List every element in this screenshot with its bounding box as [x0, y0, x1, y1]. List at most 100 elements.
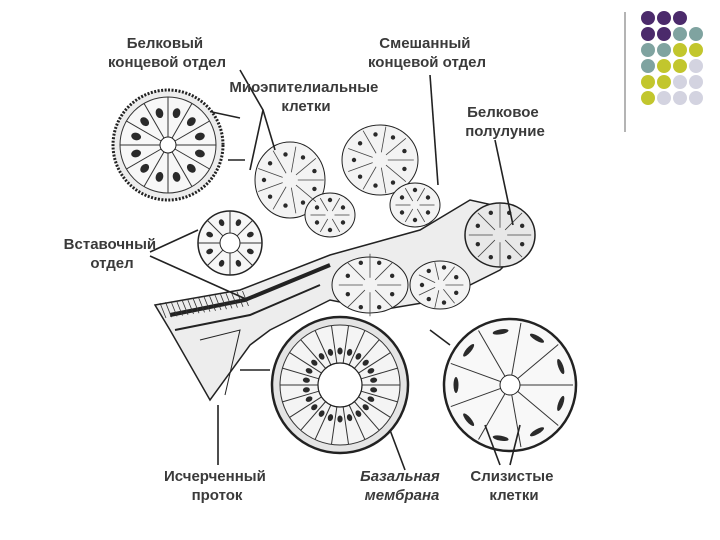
- acinus-cell-nucleus: [312, 169, 316, 173]
- label-basal-membrane-line2: мембрана: [365, 487, 440, 504]
- acinus-cell-nucleus: [283, 152, 287, 156]
- acinus-cell-nucleus: [476, 224, 480, 228]
- acinus-cell-nucleus: [507, 255, 511, 259]
- serous-end-piece-illustration: [113, 90, 223, 200]
- acinus-cell-nucleus: [373, 183, 377, 187]
- acinus-cell-nucleus: [268, 161, 272, 165]
- decorative-dot: [641, 75, 655, 89]
- acinus-cell-nucleus: [301, 155, 305, 159]
- striated-cell-nucleus: [337, 348, 342, 355]
- acinus-cell-nucleus: [358, 175, 362, 179]
- decorative-dot: [641, 27, 655, 41]
- decorative-dot: [689, 43, 703, 57]
- acinus-cell-nucleus: [315, 220, 319, 224]
- label-mucous-cells: Слизистые клетки: [470, 468, 557, 504]
- decorative-dot: [657, 27, 671, 41]
- decorative-dot: [657, 43, 671, 57]
- acinus-cell-nucleus: [489, 255, 493, 259]
- label-mucous-cells-line1: Слизистые: [470, 468, 553, 485]
- acinus-cell-nucleus: [426, 195, 430, 199]
- acinus-cell-nucleus: [341, 220, 345, 224]
- label-mucous-cells-line2: клетки: [489, 487, 538, 504]
- acinus-cell-nucleus: [442, 300, 446, 304]
- label-myoepithelial-line2: клетки: [281, 98, 330, 115]
- intercalated-duct-section: [198, 211, 262, 275]
- acinus-cell-nucleus: [373, 132, 377, 136]
- acinus-cell-nucleus: [520, 224, 524, 228]
- acinus-cell-nucleus: [346, 274, 350, 278]
- decorative-dot: [657, 75, 671, 89]
- acinus-cell-nucleus: [454, 291, 458, 295]
- acinus-cell-nucleus: [358, 141, 362, 145]
- acinus-cell-nucleus: [262, 178, 266, 182]
- label-serous-end-line1: Белковый: [127, 35, 203, 52]
- acinus-cell-nucleus: [328, 198, 332, 202]
- acinus-cell-nucleus: [391, 135, 395, 139]
- label-striated-duct-line2: проток: [192, 487, 243, 504]
- acinus-cell-nucleus: [427, 297, 431, 301]
- acinus-cell-nucleus: [377, 305, 381, 309]
- acinus-cell-nucleus: [442, 265, 446, 269]
- acinus-cell-nucleus: [390, 292, 394, 296]
- decorative-dot: [657, 91, 671, 105]
- label-basal-membrane-line1: Базальная: [360, 468, 440, 485]
- acinus-cell-nucleus: [359, 305, 363, 309]
- acinus-cell-nucleus: [454, 275, 458, 279]
- decorative-dot: [641, 11, 655, 25]
- label-serous-end-line2: концевой отдел: [108, 54, 226, 71]
- acinus-cell-nucleus: [400, 195, 404, 199]
- acinus-cell-nucleus: [420, 283, 424, 287]
- decorative-dot: [673, 11, 687, 25]
- label-serous-end: Белковый концевой отдел: [108, 35, 226, 71]
- acinus-cell-nucleus: [283, 203, 287, 207]
- decorative-dot: [689, 91, 703, 105]
- acinus-cell-nucleus: [301, 200, 305, 204]
- label-intercalated-line1: Вставочный: [64, 236, 156, 253]
- label-mixed-end-line1: Смешанный: [379, 35, 470, 52]
- label-myoepithelial-line1: Миоэпителиальные: [229, 79, 378, 96]
- acinus-cell-nucleus: [359, 261, 363, 265]
- label-serous-demilune-line1: Белковое: [467, 104, 539, 121]
- striated-duct-section: [272, 317, 408, 453]
- acinus-cell-nucleus: [413, 188, 417, 192]
- decorative-dot: [673, 75, 687, 89]
- acinus-cell-nucleus: [390, 274, 394, 278]
- decorative-dot: [673, 59, 687, 73]
- label-mixed-end: Смешанный концевой отдел: [368, 35, 486, 71]
- acinus-cell-nucleus: [413, 218, 417, 222]
- acinus-cell-nucleus: [346, 292, 350, 296]
- mucous-end-piece-illustration: [444, 319, 576, 451]
- acinus-cell-nucleus: [520, 242, 524, 246]
- decorative-dot: [657, 59, 671, 73]
- acinus-cell-nucleus: [400, 210, 404, 214]
- decorative-dot: [689, 27, 703, 41]
- label-basal-membrane: Базальная мембрана: [360, 468, 444, 504]
- label-intercalated-line2: отдел: [90, 255, 133, 272]
- acinus-cell-nucleus: [402, 149, 406, 153]
- acinus-cell-nucleus: [402, 167, 406, 171]
- acinus-cell-nucleus: [427, 269, 431, 273]
- decorative-dot: [689, 75, 703, 89]
- decorative-dot: [641, 59, 655, 73]
- acinus-cell-nucleus: [352, 158, 356, 162]
- label-myoepithelial: Миоэпителиальные клетки: [229, 79, 382, 115]
- label-intercalated: Вставочный отдел: [64, 236, 161, 272]
- acinus-cell-nucleus: [489, 211, 493, 215]
- acinus-cell-nucleus: [312, 187, 316, 191]
- label-serous-demilune: Белковое полулуние: [465, 104, 545, 140]
- acinus-cell-nucleus: [341, 205, 345, 209]
- acinus-cell-nucleus: [377, 261, 381, 265]
- acinus-cell-nucleus: [328, 228, 332, 232]
- decorative-dot: [673, 27, 687, 41]
- mucous-cell-nucleus: [454, 377, 459, 393]
- decorative-dot: [689, 59, 703, 73]
- acinus-cell-nucleus: [315, 205, 319, 209]
- acinus-cell-nucleus: [476, 242, 480, 246]
- decorative-dot: [641, 43, 655, 57]
- label-serous-demilune-line2: полулуние: [465, 123, 545, 140]
- striated-cell-nucleus: [337, 416, 342, 423]
- acinus-cell-nucleus: [426, 210, 430, 214]
- decorative-dot: [673, 43, 687, 57]
- decorative-dot: [657, 11, 671, 25]
